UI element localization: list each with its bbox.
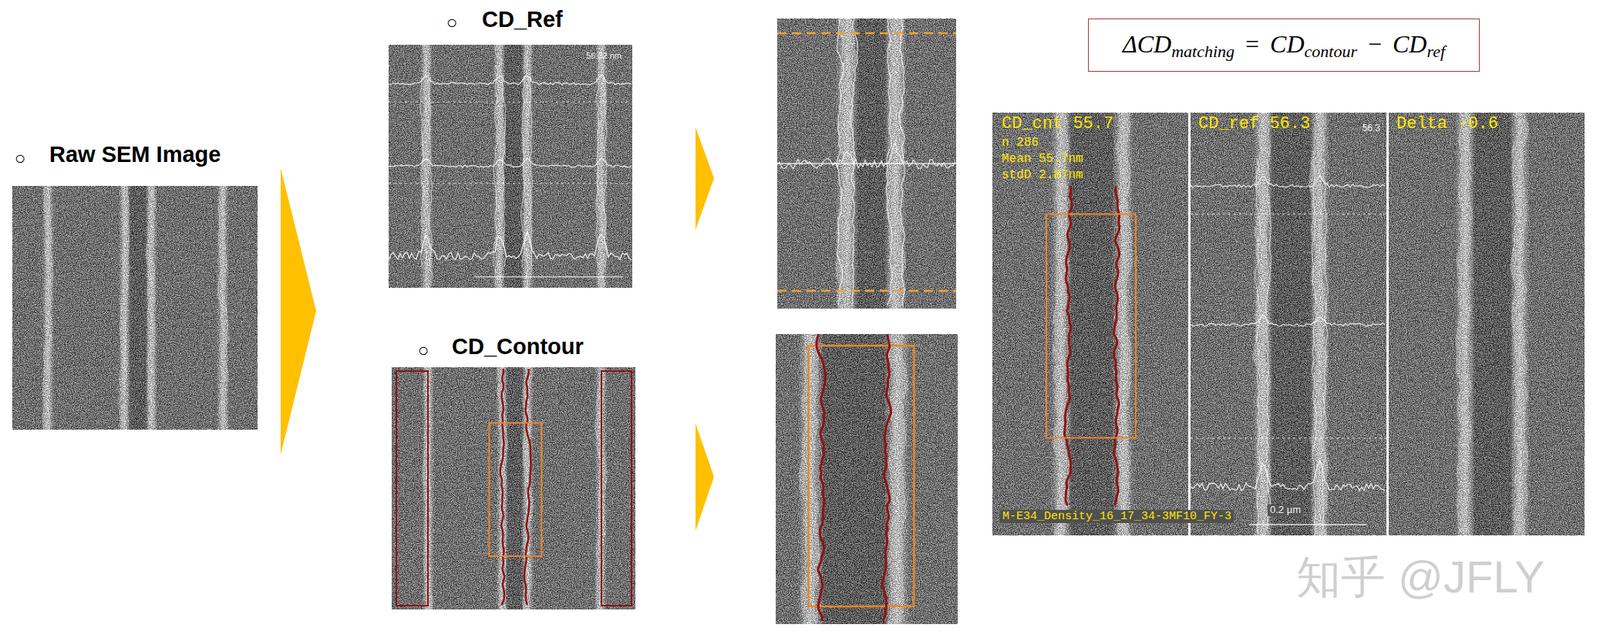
edge-trace xyxy=(529,77,533,267)
stat-line: Mean 55.7nm xyxy=(1001,151,1084,166)
sem-image xyxy=(391,367,636,610)
contour-line xyxy=(816,333,826,621)
sem-image-panel: CD_Ref56.32 nm xyxy=(388,44,633,288)
measurement-panel: CD_ref 56.3 56.3 0.2 µm xyxy=(1190,112,1387,536)
sem-noise xyxy=(775,333,958,624)
sem-image xyxy=(1190,112,1387,536)
formula-subscript: matching xyxy=(1171,41,1235,61)
sem-ground xyxy=(992,112,1189,536)
sem-ground xyxy=(391,367,636,610)
measure-profile xyxy=(777,142,956,169)
sem-image-panel: CD_Contour xyxy=(391,367,636,610)
intensity-profile xyxy=(388,231,632,260)
sem-noise xyxy=(388,44,633,288)
watermark: 知乎 @JFLY xyxy=(1296,551,1545,603)
sem-noise xyxy=(1190,112,1387,536)
measure-profile xyxy=(388,74,632,85)
measurement-panel: CD_cnt 55.7n 286Mean 55.7nm stdD 2.87nm xyxy=(992,112,1189,536)
edge-trace xyxy=(1322,158,1329,536)
sem-ground xyxy=(777,18,957,309)
sem-image xyxy=(992,112,1189,536)
contour-line xyxy=(500,368,505,605)
panel-heading: CD_Contour xyxy=(451,333,584,360)
edge-trace xyxy=(428,77,432,267)
sem-ground xyxy=(388,44,633,288)
scale-bar xyxy=(474,276,624,277)
panel-title: Delta -0.6 xyxy=(1396,114,1499,134)
panel-title: CD_cnt 55.7 xyxy=(1001,114,1114,134)
sem-image xyxy=(12,185,258,430)
formula-term: CD xyxy=(1392,29,1427,58)
edge-trace xyxy=(420,77,425,267)
sem-image xyxy=(775,333,958,624)
edge-trace xyxy=(501,77,506,267)
formula-box: ΔCDmatching=CDcontour−CDref xyxy=(1088,18,1480,72)
formula-term: ΔCD xyxy=(1122,29,1172,58)
formula-subscript: contour xyxy=(1304,41,1358,61)
sem-ground xyxy=(12,185,258,430)
formula-operator: = xyxy=(1245,29,1260,58)
contour-region xyxy=(396,370,428,606)
image-readout: 56.32 nm xyxy=(586,50,622,61)
sem-noise xyxy=(1388,112,1585,536)
flow-arrow xyxy=(695,423,715,531)
formula-subscript: ref xyxy=(1426,41,1446,61)
sem-ground xyxy=(775,333,958,624)
bullet: ○ xyxy=(417,339,430,361)
contour-line xyxy=(882,333,891,621)
scale-bar xyxy=(1249,523,1367,525)
measure-bound xyxy=(777,289,957,293)
contour-line xyxy=(1064,185,1072,506)
measure-guide xyxy=(1190,213,1387,215)
measure-guide xyxy=(388,101,633,102)
measure-profile xyxy=(388,158,632,168)
formula-line: ΔCDmatching=CDcontour−CDref xyxy=(1088,29,1479,61)
scale-label: 0.2 µm xyxy=(1267,504,1304,516)
sem-image xyxy=(388,44,633,288)
flow-arrow xyxy=(280,168,317,455)
measure-guide xyxy=(1190,437,1387,438)
stat-line: n 286 xyxy=(1001,135,1039,150)
measure-bound xyxy=(777,32,957,35)
sem-image xyxy=(1388,112,1585,536)
formula-operator: − xyxy=(1367,29,1382,58)
sem-ground xyxy=(1190,112,1387,536)
contour-region xyxy=(601,370,632,606)
image-info-text: M-E34_Density_16_17_34-3MF10_FY-3 xyxy=(1000,509,1234,523)
sem-image xyxy=(777,18,957,309)
measurement-panel: Delta -0.6 xyxy=(1388,112,1585,536)
sem-noise xyxy=(391,367,636,610)
image-readout: 56.3 xyxy=(1362,123,1381,135)
measure-profile xyxy=(1190,314,1385,327)
panel-heading: CD_Ref xyxy=(481,6,563,33)
measure-window xyxy=(1046,214,1136,438)
intensity-profile xyxy=(1190,460,1385,491)
formula-term: CD xyxy=(1269,29,1304,58)
sem-noise xyxy=(777,18,957,309)
measure-window xyxy=(488,422,542,556)
panel-title: CD_ref 56.3 xyxy=(1198,114,1311,134)
contour-line xyxy=(524,368,532,605)
stat-line: stdD 2.87nm xyxy=(1001,168,1084,182)
contour-line xyxy=(1113,185,1119,506)
measure-profile xyxy=(1190,175,1385,188)
sem-ground xyxy=(1388,112,1585,536)
sem-noise xyxy=(992,112,1189,536)
measure-guide xyxy=(388,182,633,184)
sem-image-panel: Raw SEM Image xyxy=(12,185,258,430)
panel-heading: Raw SEM Image xyxy=(49,141,221,168)
bullet: ○ xyxy=(14,147,27,169)
edge-trace xyxy=(520,77,525,267)
bullet: ○ xyxy=(446,11,459,34)
sem-noise xyxy=(12,185,258,430)
flow-arrow xyxy=(695,127,715,230)
